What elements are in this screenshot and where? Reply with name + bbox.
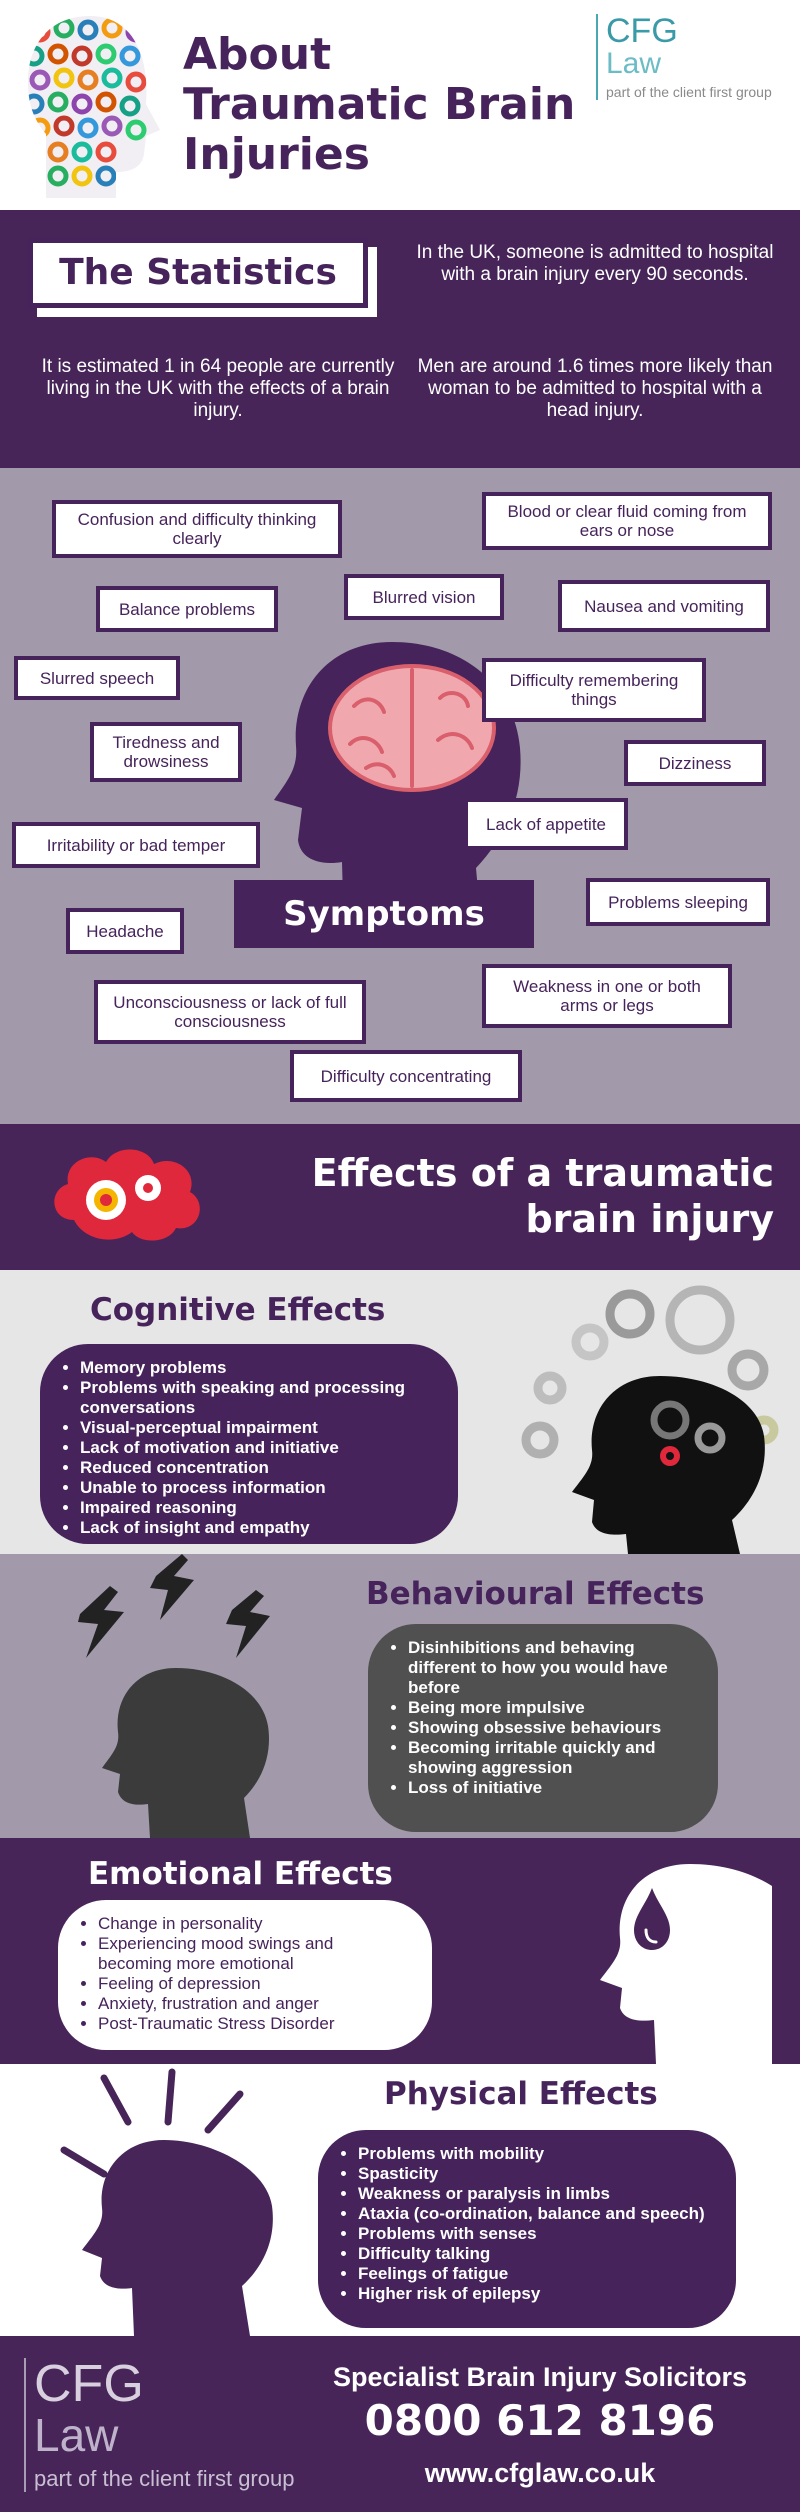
effects-title: Effects of a traumatic brain injury	[254, 1150, 774, 1242]
physical-effects-list: Problems with mobility Spasticity Weakne…	[318, 2130, 736, 2328]
cfg-law-logo[interactable]: CFG Law part of the client first group	[596, 14, 796, 100]
symptom-sleeping: Problems sleeping	[586, 878, 770, 926]
stressed-head-icon	[78, 1554, 270, 1838]
colorful-head-icon	[28, 16, 160, 198]
list-item: Impaired reasoning	[80, 1498, 432, 1518]
statistic-prevalence: It is estimated 1 in 64 people are curre…	[41, 356, 395, 421]
head-silhouette-icon	[274, 642, 521, 936]
list-item: Problems with mobility	[358, 2144, 710, 2164]
effects-title-text: Effects of a traumatic brain injury	[311, 1151, 774, 1241]
list-item: Feeling of depression	[98, 1974, 406, 1994]
rays-icon	[60, 2068, 244, 2178]
page-title: About Traumatic Brain Injuries	[183, 29, 576, 180]
teardrop-icon	[634, 1888, 670, 1950]
website-link[interactable]: www.cfglaw.co.uk	[424, 2458, 656, 2488]
behavioural-title: Behavioural Effects	[366, 1576, 705, 1612]
symptoms-section: Symptoms Confusion and difficulty thinki…	[0, 468, 800, 1124]
statistics-title: The Statistics	[28, 238, 379, 319]
list-item: Higher risk of epilepsy	[358, 2284, 710, 2304]
symptom-headache: Headache	[66, 908, 184, 954]
symptom-slurred-speech: Slurred speech	[14, 656, 180, 700]
list-item: Reduced concentration	[80, 1458, 432, 1478]
brain-icon	[328, 664, 496, 792]
lightning-icon	[78, 1554, 270, 1658]
list-item: Showing obsessive behaviours	[408, 1718, 692, 1738]
list-item: Lack of motivation and initiative	[80, 1438, 432, 1458]
head-with-rays-icon	[60, 2068, 273, 2336]
list-item: Post-Traumatic Stress Disorder	[98, 2014, 406, 2034]
footer-section: CFG Law part of the client first group S…	[0, 2336, 800, 2512]
head-with-gears-icon	[521, 1285, 779, 1554]
list-item: Experiencing mood swings and becoming mo…	[98, 1934, 406, 1974]
cognitive-effects-list: Memory problems Problems with speaking a…	[40, 1344, 458, 1544]
statistics-section: The Statistics In the UK, someone is adm…	[0, 210, 800, 468]
list-item: Disinhibitions and behaving different to…	[408, 1638, 692, 1698]
list-item: Anxiety, frustration and anger	[98, 1994, 406, 2014]
physical-effects-section: Physical Effects Problems with mobility …	[0, 2064, 800, 2336]
symptom-nausea: Nausea and vomiting	[558, 580, 770, 632]
list-item: Lack of insight and empathy	[80, 1518, 432, 1538]
symptom-irritability: Irritability or bad temper	[12, 822, 260, 868]
statistic-gender: Men are around 1.6 times more likely tha…	[417, 356, 773, 421]
symptom-fluid-ears-nose: Blood or clear fluid coming from ears or…	[482, 492, 772, 550]
statistic-admissions: In the UK, someone is admitted to hospit…	[416, 242, 774, 285]
brain-gears-icon	[54, 1149, 200, 1241]
behavioural-effects-list: Disinhibitions and behaving different to…	[368, 1624, 718, 1832]
effects-header-section: Effects of a traumatic brain injury	[0, 1124, 800, 1270]
symptom-blurred-vision: Blurred vision	[344, 574, 504, 620]
list-item: Change in personality	[98, 1914, 406, 1934]
symptom-unconsciousness: Unconsciousness or lack of full consciou…	[94, 980, 366, 1044]
list-item: Difficulty talking	[358, 2244, 710, 2264]
symptom-remembering: Difficulty remembering things	[482, 658, 706, 722]
cognitive-title: Cognitive Effects	[90, 1292, 386, 1328]
cognitive-effects-section: Cognitive Effects Memory problems Proble…	[0, 1270, 800, 1554]
logo-tagline: part of the client first group	[606, 84, 772, 100]
logo-line2: Law	[34, 2409, 119, 2461]
symptom-dizziness: Dizziness	[624, 740, 766, 786]
list-item: Becoming irritable quickly and showing a…	[408, 1738, 692, 1778]
symptom-concentrating: Difficulty concentrating	[290, 1050, 522, 1102]
list-item: Being more impulsive	[408, 1698, 692, 1718]
symptom-appetite: Lack of appetite	[464, 798, 628, 850]
physical-title: Physical Effects	[384, 2076, 658, 2112]
list-item: Weakness or paralysis in limbs	[358, 2184, 710, 2204]
list-item: Visual-perceptual impairment	[80, 1418, 432, 1438]
list-item: Loss of initiative	[408, 1778, 692, 1798]
emotional-title: Emotional Effects	[88, 1856, 393, 1892]
list-item: Feelings of fatigue	[358, 2264, 710, 2284]
symptom-tiredness: Tiredness and drowsiness	[90, 722, 242, 782]
logo-line2: Law	[606, 47, 662, 80]
list-item: Problems with senses	[358, 2224, 710, 2244]
list-item: Spasticity	[358, 2164, 710, 2184]
phone-number-link[interactable]: 0800 612 8196	[364, 2396, 716, 2445]
symptoms-label: Symptoms	[234, 880, 534, 948]
emotional-effects-section: Emotional Effects Change in personality …	[0, 1838, 800, 2064]
header-section: About Traumatic Brain Injuries CFG Law p…	[0, 0, 800, 210]
head-with-teardrop-icon	[600, 1864, 772, 2064]
gear-icon	[86, 1180, 126, 1220]
behavioural-effects-section: Behavioural Effects Disinhibitions and b…	[0, 1554, 800, 1838]
list-item: Ataxia (co-ordination, balance and speec…	[358, 2204, 710, 2224]
logo-line1: CFG	[34, 2355, 144, 2413]
list-item: Unable to process information	[80, 1478, 432, 1498]
symptom-confusion: Confusion and difficulty thinking clearl…	[52, 500, 342, 558]
logo-line1: CFG	[606, 12, 678, 50]
gear-icon-small	[135, 1175, 161, 1201]
list-item: Memory problems	[80, 1358, 432, 1378]
emotional-effects-list: Change in personality Experiencing mood …	[58, 1900, 432, 2050]
logo-tagline: part of the client first group	[34, 2466, 295, 2491]
symptom-weakness: Weakness in one or both arms or legs	[482, 964, 732, 1028]
list-item: Problems with speaking and processing co…	[80, 1378, 432, 1418]
footer-cfg-law-logo[interactable]: CFG Law part of the client first group	[24, 2358, 324, 2492]
symptom-balance: Balance problems	[96, 586, 278, 632]
footer-heading: Specialist Brain Injury Solicitors	[332, 2362, 748, 2392]
